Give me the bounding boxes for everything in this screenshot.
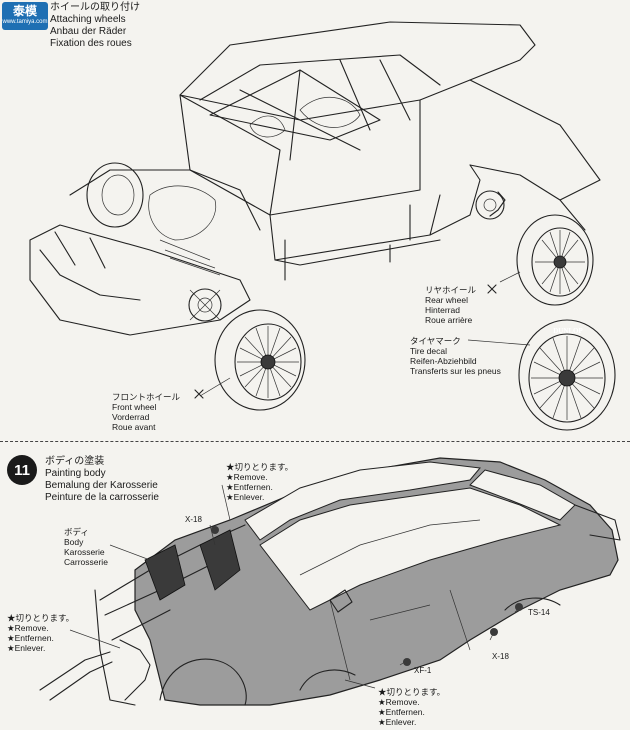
paint-code-x18-top: X-18	[185, 515, 202, 524]
tire-decal-jp: タイヤマーク	[410, 336, 461, 346]
body-illustration	[39, 457, 621, 706]
body-label: ボディ Body Karosserie Carrosserie	[64, 527, 108, 567]
step10-title-de: Anbau der Räder	[50, 26, 127, 37]
body-label-de: Karosserie	[64, 547, 105, 557]
body-label-en: Body	[64, 537, 84, 547]
front-wheel-en: Front wheel	[112, 402, 157, 412]
watermark-line2: www.tamiya.com	[2, 19, 48, 25]
step10-title-jp: ホイールの取り付け	[50, 2, 140, 13]
step11-title-en: Painting body	[45, 468, 106, 479]
rear-wheel-label: リヤホイール Rear wheel Hinterrad Roue arrière	[425, 285, 476, 325]
tire-decal-de: Reifen-Abziehbild	[410, 356, 477, 366]
tire-decal-label: タイヤマーク Tire decal Reifen-Abziehbild Tran…	[410, 336, 501, 376]
remove-note-top-fr: ★Enlever.	[226, 492, 265, 502]
remove-note-top: ★切りとります。 ★Remove. ★Entfernen. ★Enlever.	[226, 462, 293, 502]
rear-wheel-fr: Roue arrière	[425, 315, 473, 325]
body-label-jp: ボディ	[64, 527, 89, 537]
remove-note-bottom-de: ★Entfernen.	[378, 707, 425, 717]
remove-note-left-en: ★Remove.	[7, 623, 49, 633]
section-divider	[0, 441, 630, 442]
step11-title-fr: Peinture de la carrosserie	[45, 492, 159, 503]
remove-note-left: ★切りとります。 ★Remove. ★Entfernen. ★Enlever.	[7, 613, 74, 653]
remove-note-left-fr: ★Enlever.	[7, 643, 46, 653]
tire-brand-text: DUNLOP	[553, 327, 583, 335]
chassis-illustration	[29, 21, 616, 431]
front-wheel-fr: Roue avant	[112, 422, 156, 432]
rear-wheel-en: Rear wheel	[425, 295, 468, 305]
rear-wheel-jp: リヤホイール	[425, 285, 477, 295]
watermark-line1: 泰模	[12, 4, 37, 18]
remove-note-top-en: ★Remove.	[226, 472, 268, 482]
watermark-logo: 泰模 www.tamiya.com	[2, 2, 48, 30]
step11-title: ボディの塗装 Painting body Bemalung der Kaross…	[45, 456, 159, 504]
paint-code-xf1: XF-1	[414, 666, 432, 675]
rear-wheel-de: Hinterrad	[425, 305, 460, 315]
step11-title-jp: ボディの塗装	[45, 456, 105, 467]
front-wheel-label: フロントホイール Front wheel Vorderrad Roue avan…	[112, 392, 180, 432]
body-label-fr: Carrosserie	[64, 557, 108, 567]
step11-number-badge: 11	[7, 455, 37, 485]
tire-decal-fr: Transferts sur les pneus	[410, 366, 501, 376]
step10-title-fr: Fixation des roues	[50, 38, 132, 49]
remove-note-top-de: ★Entfernen.	[226, 482, 273, 492]
remove-note-top-jp: ★切りとります。	[226, 462, 294, 472]
tire-decal-en: Tire decal	[410, 346, 448, 356]
remove-note-left-de: ★Entfernen.	[7, 633, 54, 643]
front-wheel-jp: フロントホイール	[112, 392, 181, 402]
paint-code-ts14: TS-14	[528, 608, 550, 617]
remove-note-bottom-jp: ★切りとります。	[378, 687, 446, 697]
step10-title: ホイールの取り付け Attaching wheels Anbau der Räd…	[50, 2, 140, 50]
remove-note-bottom-fr: ★Enlever.	[378, 717, 417, 727]
step11-title-de: Bemalung der Karosserie	[45, 480, 158, 491]
remove-note-bottom: ★切りとります。 ★Remove. ★Entfernen. ★Enlever.	[378, 687, 445, 727]
step10-title-en: Attaching wheels	[50, 14, 126, 25]
remove-note-bottom-en: ★Remove.	[378, 697, 420, 707]
front-wheel-de: Vorderrad	[112, 412, 150, 422]
paint-code-x18-bottom: X-18	[492, 652, 509, 661]
remove-note-left-jp: ★切りとります。	[7, 613, 75, 623]
